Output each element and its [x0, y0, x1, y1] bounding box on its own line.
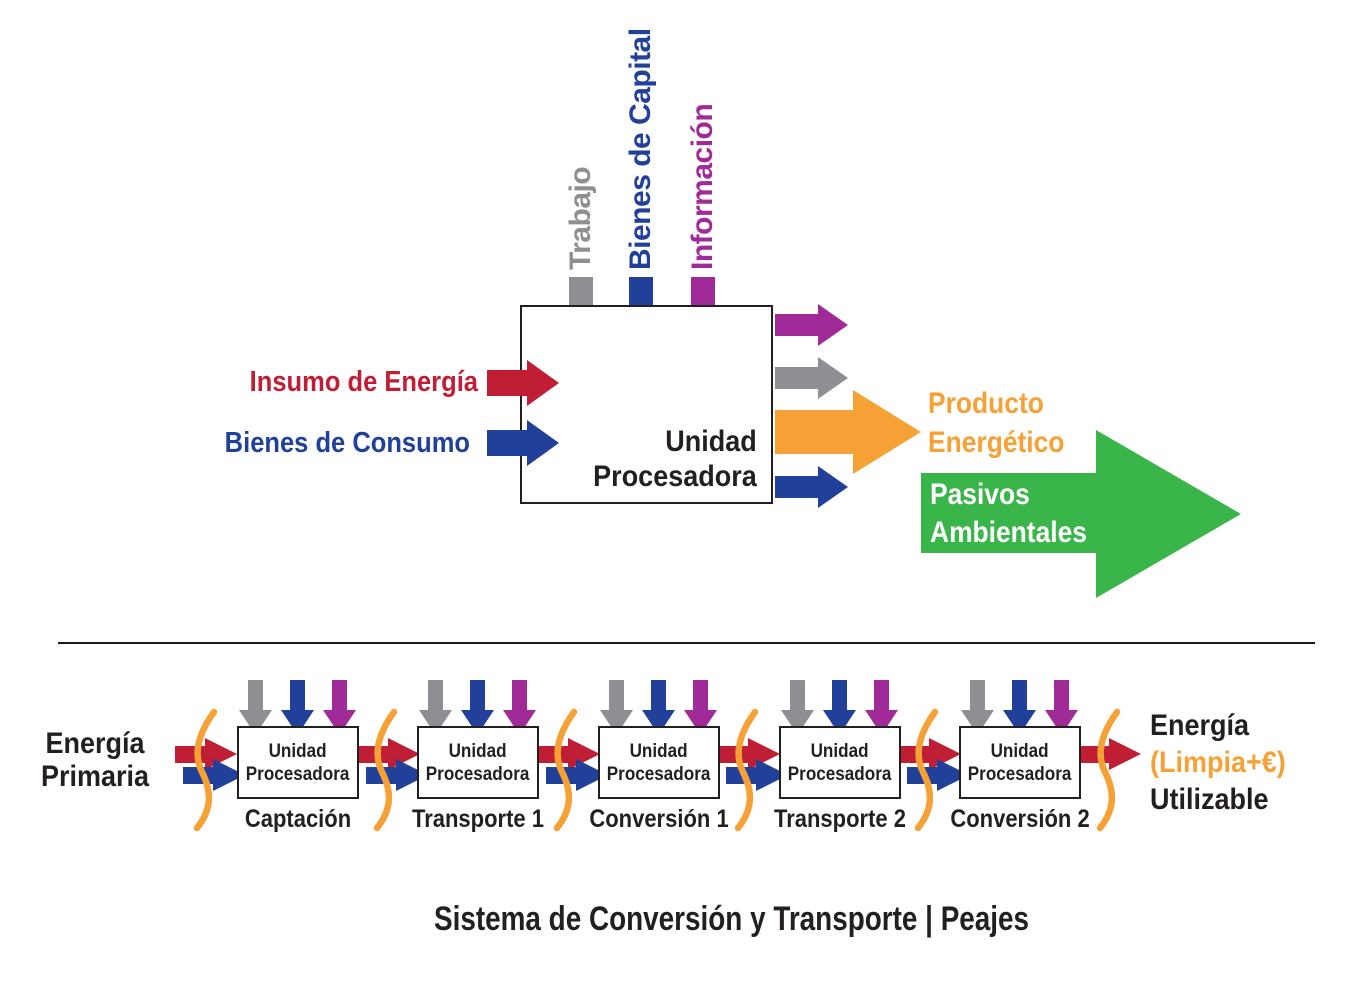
diagram-caption: Sistema de Conversión y Transporte | Pea… [434, 900, 1030, 938]
trabajo-label: Trabajo [564, 166, 597, 270]
trabajo-out-arrow-icon [775, 357, 848, 399]
producto-energetico-arrow-icon [775, 390, 921, 474]
peaje-squiggle-icon [914, 708, 939, 832]
peaje-squiggle-icon [1096, 708, 1121, 832]
chain-red-arrow-icon [175, 738, 237, 770]
pasivos-ambientales-arrow-icon [921, 430, 1241, 598]
mini-informacion-arrow-icon [684, 680, 717, 735]
producto-energetico-label: Producto Energético [928, 384, 1064, 462]
chain-red-arrow-icon [1079, 738, 1141, 770]
mini-trabajo-arrow-icon [239, 680, 272, 735]
mini-capital-arrow-icon [461, 680, 494, 735]
mini-trabajo-arrow-icon [961, 680, 994, 735]
producto-line1: Producto [928, 387, 1044, 420]
unit-box-label: Unidad Procesadora [607, 740, 711, 786]
unidad-procesadora-box: Unidad Procesadora [520, 305, 773, 504]
unit-box-line2: Procesadora [426, 763, 530, 785]
mini-trabajo-arrow-icon [600, 680, 633, 735]
processor-line1: Unidad [665, 425, 757, 458]
mini-capital-arrow-icon [642, 680, 675, 735]
unit-name-transporte-1: Transporte 1 [411, 805, 545, 833]
energia-primaria-line1: Energía [45, 727, 145, 760]
mini-trabajo-arrow-icon [781, 680, 814, 735]
informacion-label: Información [686, 103, 719, 270]
peaje-squiggle-icon [193, 708, 218, 832]
energia-primaria-label: Energía Primaria [23, 727, 167, 793]
unit-box-transporte-1: Unidad Procesadora [417, 726, 539, 799]
peaje-squiggle-icon [373, 708, 398, 832]
mini-trabajo-arrow-icon [419, 680, 452, 735]
pasivos-ambientales-label: Pasivos Ambientales [930, 476, 1087, 552]
bienes-out-arrow-icon [775, 466, 848, 508]
mini-capital-arrow-icon [281, 680, 314, 735]
mini-capital-arrow-icon [1003, 680, 1036, 735]
energia-utilizable-line1: Energía [1150, 709, 1250, 742]
peaje-squiggle-icon [734, 708, 759, 832]
unit-box-label: Unidad Procesadora [246, 740, 350, 786]
energia-utilizable-label: Energía (Limpia+€) Utilizable [1150, 707, 1286, 818]
unit-name-conversion-2: Conversión 2 [950, 805, 1090, 833]
unit-name-captacion: Captación [244, 805, 352, 833]
unidad-procesadora-box-label: Unidad Procesadora [593, 424, 757, 494]
energia-primaria-line2: Primaria [40, 760, 150, 793]
unit-box-line1: Unidad [991, 740, 1049, 762]
unit-box-captacion: Unidad Procesadora [237, 726, 359, 799]
unit-box-line1: Unidad [269, 740, 327, 762]
mini-capital-arrow-icon [823, 680, 856, 735]
unit-box-line1: Unidad [630, 740, 688, 762]
unit-box-line2: Procesadora [246, 763, 350, 785]
chain-red-arrow-icon [538, 738, 600, 770]
peaje-squiggle-icon [553, 708, 578, 832]
unit-box-conversion-2: Unidad Procesadora [959, 726, 1081, 799]
bienes-capital-label: Bienes de Capital [624, 28, 657, 270]
unit-box-conversion-1: Unidad Procesadora [598, 726, 720, 799]
insumo-energia-label: Insumo de Energía [249, 366, 478, 398]
chain-red-arrow-icon [718, 738, 780, 770]
unit-box-line2: Procesadora [968, 763, 1072, 785]
unit-box-transporte-2: Unidad Procesadora [779, 726, 901, 799]
unit-box-label: Unidad Procesadora [788, 740, 892, 786]
unit-box-label: Unidad Procesadora [426, 740, 530, 786]
unit-box-line2: Procesadora [607, 763, 711, 785]
bienes-consumo-arrow-icon [487, 420, 559, 466]
mini-informacion-arrow-icon [865, 680, 898, 735]
mini-informacion-arrow-icon [323, 680, 356, 735]
unit-box-label: Unidad Procesadora [968, 740, 1072, 786]
unit-box-line2: Procesadora [788, 763, 892, 785]
pasivos-line1: Pasivos [930, 478, 1030, 511]
unit-box-line1: Unidad [449, 740, 507, 762]
chain-red-arrow-icon [358, 738, 420, 770]
pasivos-line2: Ambientales [930, 516, 1087, 549]
informacion-out-arrow-icon [775, 304, 848, 346]
section-divider [58, 642, 1315, 644]
unit-name-conversion-1: Conversión 1 [589, 805, 729, 833]
chain-red-arrow-icon [899, 738, 961, 770]
energia-utilizable-line3: Utilizable [1150, 783, 1269, 816]
producto-line2: Energético [928, 426, 1065, 459]
bienes-consumo-label: Bienes de Consumo [224, 427, 470, 459]
unit-name-transporte-2: Transporte 2 [773, 805, 907, 833]
insumo-energia-arrow-icon [487, 360, 559, 406]
processor-line2: Procesadora [593, 460, 757, 493]
mini-informacion-arrow-icon [503, 680, 536, 735]
energia-utilizable-line2: (Limpia+€) [1150, 746, 1286, 779]
mini-informacion-arrow-icon [1045, 680, 1078, 735]
unit-box-line1: Unidad [811, 740, 869, 762]
